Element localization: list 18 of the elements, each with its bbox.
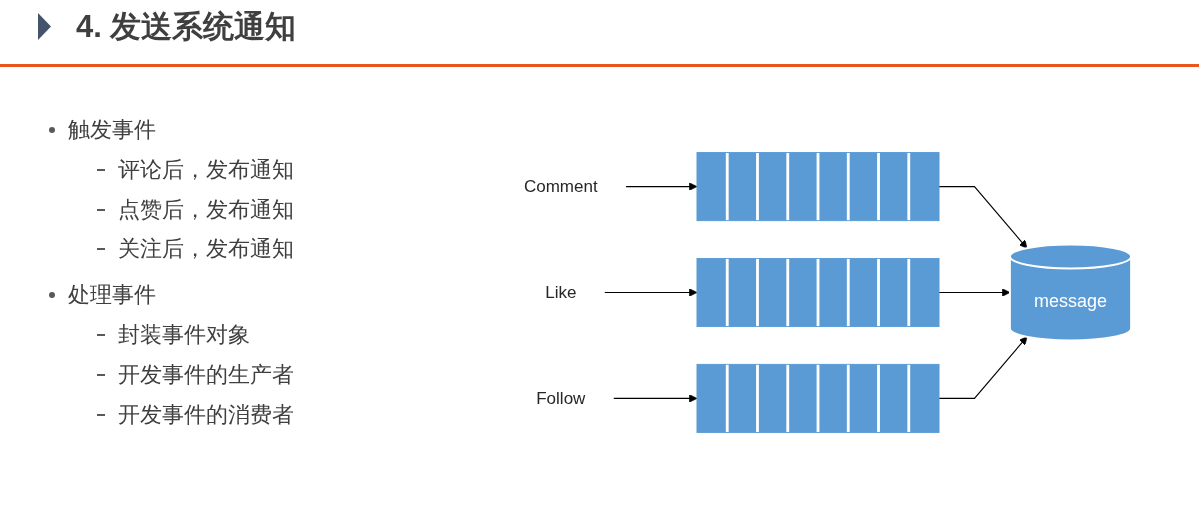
- arrow: [625, 182, 698, 191]
- arrow: [938, 288, 1010, 297]
- slide-title: 4. 发送系统通知: [76, 8, 297, 46]
- sub-list-item: 关注后，发布通知: [118, 235, 294, 263]
- arrow: [612, 394, 698, 403]
- sub-list-item: 点赞后，发布通知: [118, 196, 294, 224]
- sub-list-item: 开发事件的生产者: [118, 361, 294, 389]
- node-text: Comment: [523, 176, 598, 196]
- sub-list-item: 评论后，发布通知: [118, 156, 294, 184]
- list-item: 处理事件: [68, 281, 156, 309]
- arrow: [938, 336, 1028, 399]
- sub-list-item: 开发事件的消费者: [118, 401, 294, 429]
- list-item: 触发事件: [68, 116, 156, 144]
- sub-list-item: 封装事件对象: [118, 321, 250, 349]
- node-text: Like: [544, 282, 577, 302]
- arrow: [938, 186, 1028, 249]
- arrow: [603, 288, 698, 297]
- node-text: Follow: [535, 388, 586, 408]
